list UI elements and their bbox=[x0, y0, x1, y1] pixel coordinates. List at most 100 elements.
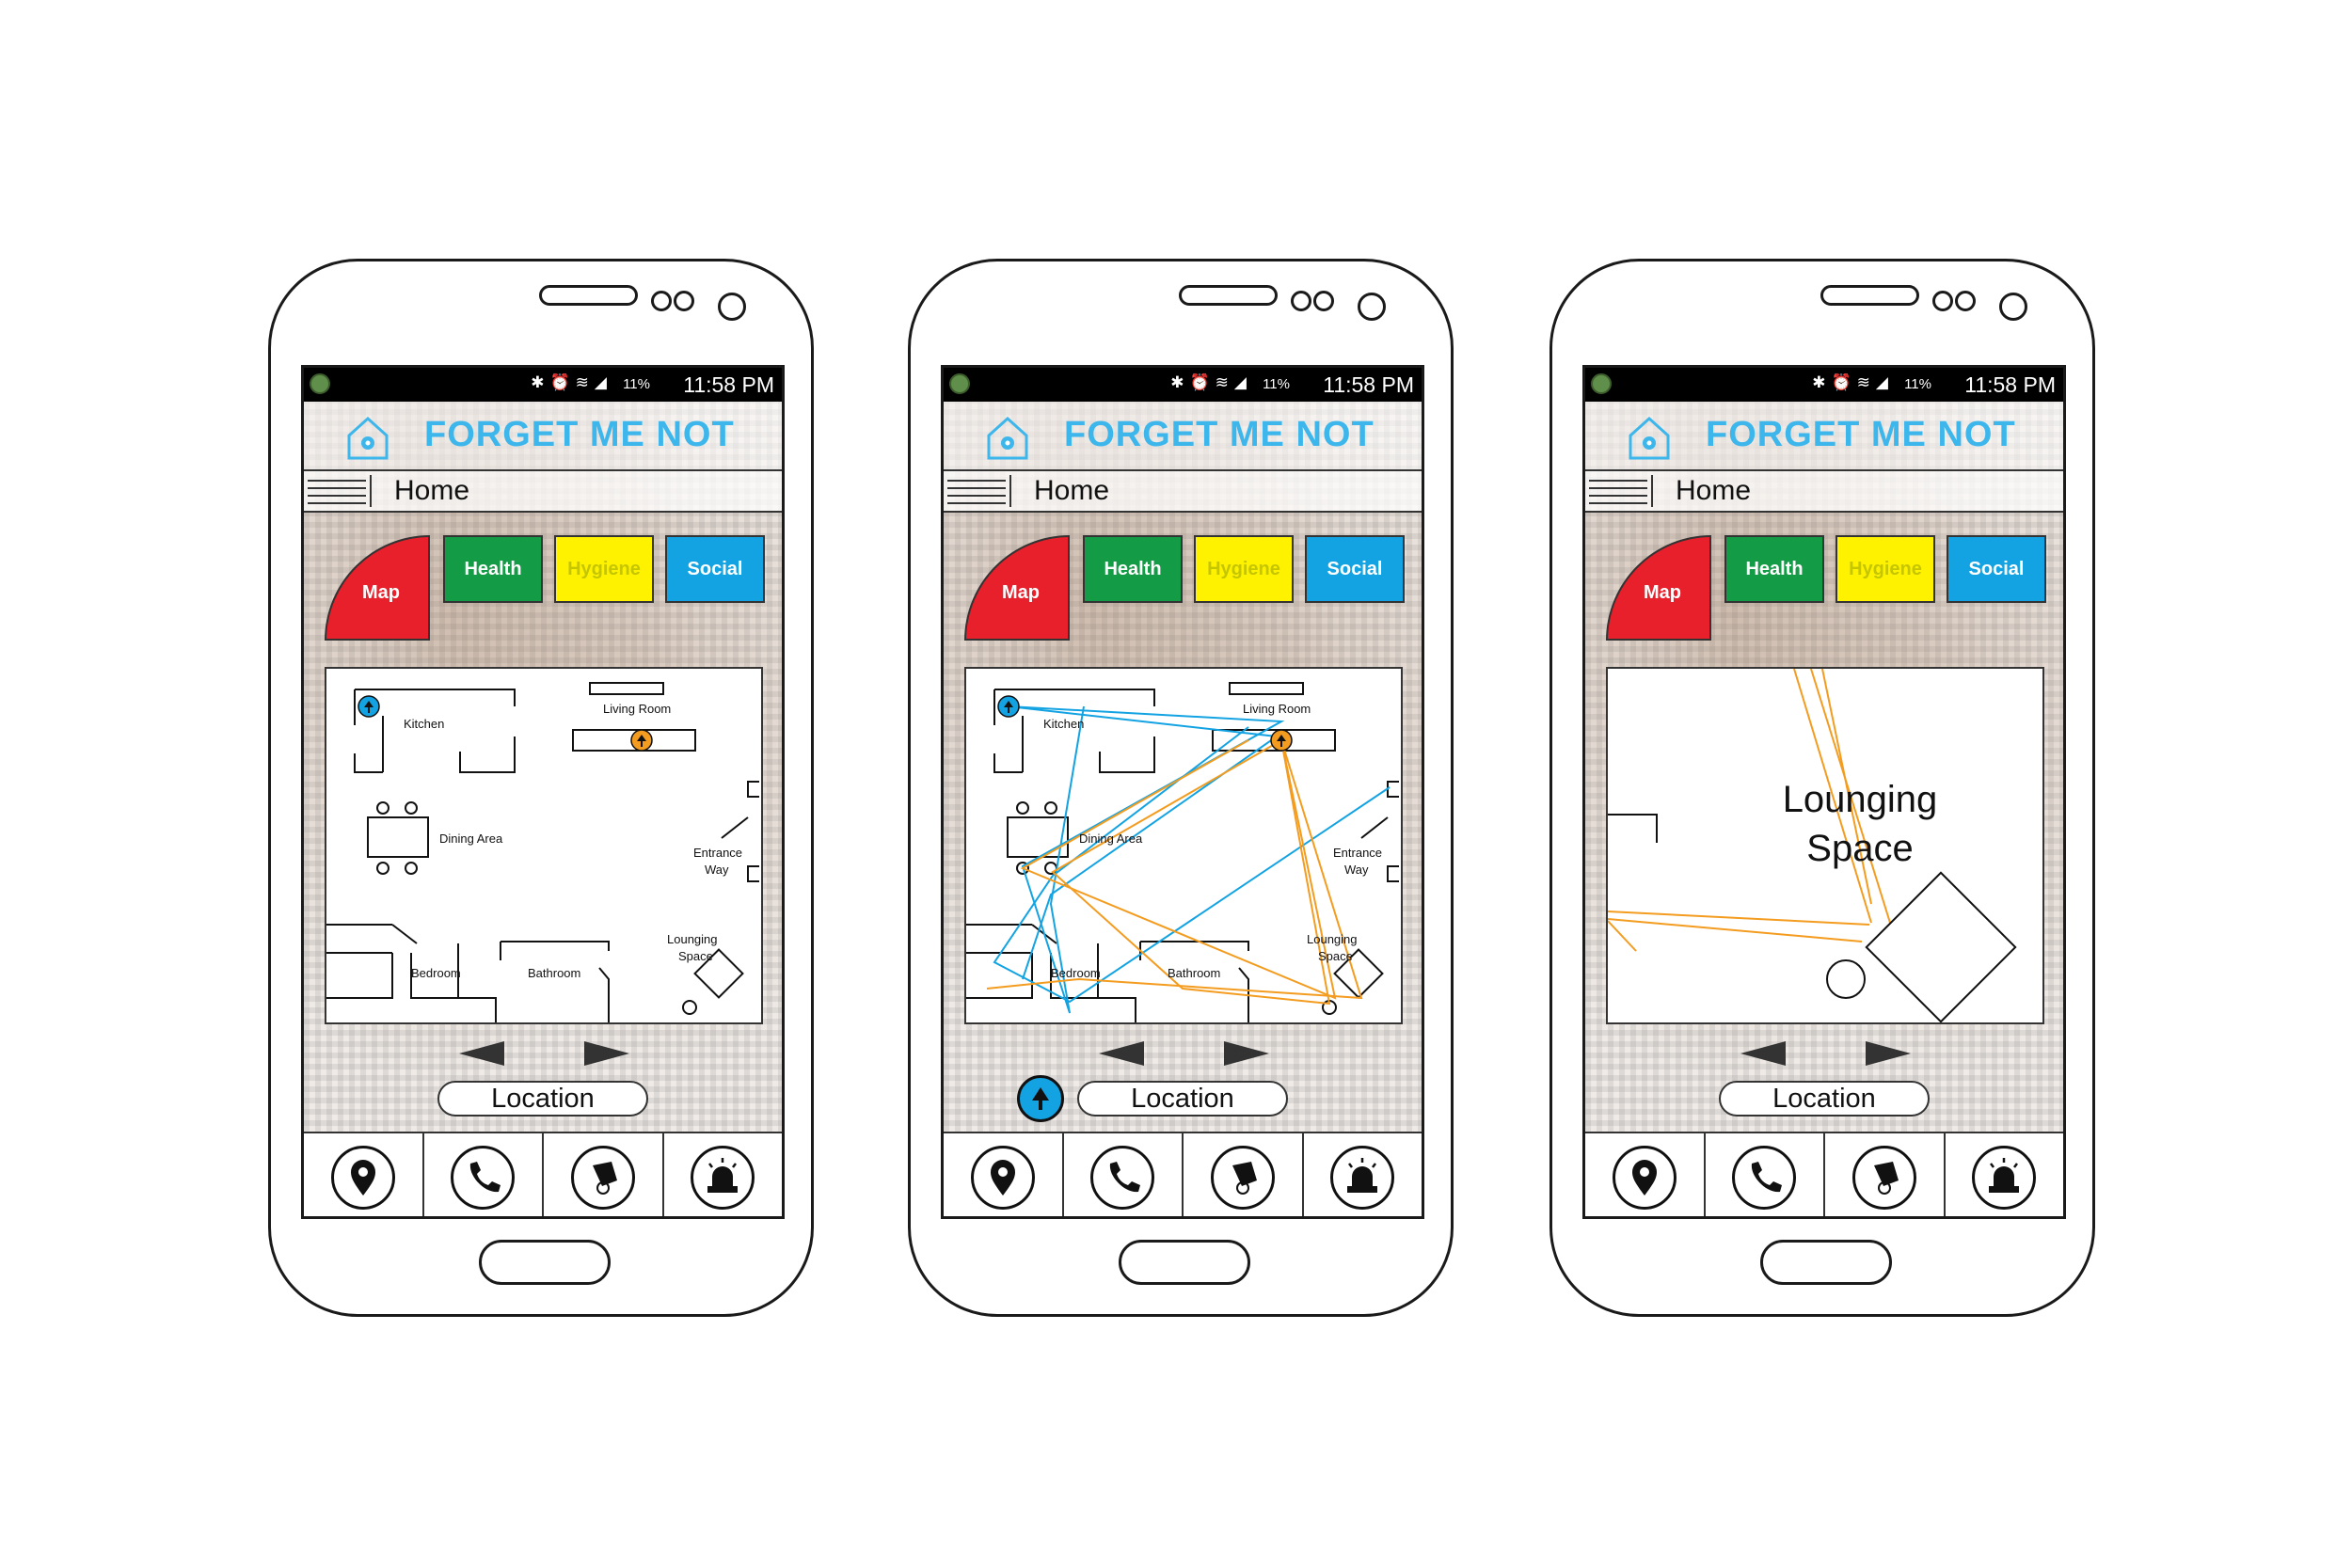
map-pin-icon bbox=[970, 1146, 1035, 1210]
next-arrow[interactable] bbox=[1224, 1041, 1269, 1066]
tab-health[interactable]: Health bbox=[443, 535, 543, 603]
bottom-nav bbox=[1585, 1132, 2064, 1216]
sensor bbox=[1291, 291, 1311, 311]
phone-icon bbox=[451, 1146, 516, 1210]
tab-map[interactable]: Map bbox=[964, 535, 1070, 641]
previous-arrow[interactable] bbox=[459, 1041, 504, 1066]
home-flower-icon bbox=[347, 416, 389, 460]
floor-plan-map[interactable]: Kitchen Living Room Dining Area Entrance… bbox=[964, 667, 1403, 1024]
tab-health[interactable]: Health bbox=[1724, 535, 1824, 603]
room-label: Living Room bbox=[1243, 702, 1311, 716]
home-flower-icon bbox=[987, 416, 1028, 460]
map-pin-icon bbox=[330, 1146, 395, 1210]
medal-icon bbox=[1210, 1146, 1275, 1210]
previous-arrow[interactable] bbox=[1740, 1041, 1786, 1066]
home-button[interactable] bbox=[1760, 1240, 1892, 1285]
status-bar: ✱⏰≋◢ 11% 11:58 PM bbox=[304, 368, 782, 402]
hamburger-menu-button[interactable] bbox=[947, 475, 1011, 507]
next-arrow[interactable] bbox=[1866, 1041, 1911, 1066]
app-header: FORGET ME NOT bbox=[1585, 402, 2063, 469]
front-camera bbox=[1358, 293, 1386, 321]
bottom-nav-map[interactable] bbox=[304, 1133, 424, 1216]
home-button[interactable] bbox=[1119, 1240, 1250, 1285]
phone-3: ✱⏰≋◢ 11% 11:58 PM FORGET ME NOT Home Map… bbox=[1549, 259, 2095, 1317]
battery-level: 11% bbox=[623, 376, 650, 392]
sensor bbox=[1932, 291, 1953, 311]
nav-bar: Home bbox=[1585, 469, 2063, 513]
hamburger-menu-button[interactable] bbox=[308, 475, 372, 507]
room-label: Bedroom bbox=[1051, 966, 1101, 980]
medal-icon bbox=[1851, 1146, 1916, 1210]
bottom-nav bbox=[944, 1132, 1422, 1216]
location-button[interactable]: Location bbox=[1077, 1081, 1288, 1117]
carer-movement-path bbox=[1608, 669, 1891, 952]
location-button[interactable]: Location bbox=[437, 1081, 648, 1117]
room-label: Dining Area bbox=[1079, 832, 1143, 846]
tab-hygiene[interactable]: Hygiene bbox=[554, 535, 654, 603]
home-button[interactable] bbox=[479, 1240, 611, 1285]
floor-plan: Kitchen Living Room Dining Area Entrance… bbox=[326, 682, 759, 1022]
sensor bbox=[1955, 291, 1976, 311]
tab-social[interactable]: Social bbox=[665, 535, 765, 603]
tab-map-label: Map bbox=[1644, 582, 1681, 603]
sensor bbox=[674, 291, 694, 311]
bottom-nav-alarm[interactable] bbox=[664, 1133, 783, 1216]
room-label: Space bbox=[678, 949, 713, 963]
zoomed-floor-plan: Lounging Space bbox=[1608, 669, 2017, 1022]
front-camera bbox=[718, 293, 746, 321]
bottom-nav-alarm[interactable] bbox=[1304, 1133, 1422, 1216]
tab-social[interactable]: Social bbox=[1305, 535, 1405, 603]
bottom-nav-awards[interactable] bbox=[1825, 1133, 1946, 1216]
sensor bbox=[1313, 291, 1334, 311]
bottom-nav-awards[interactable] bbox=[544, 1133, 664, 1216]
bottom-nav-phone[interactable] bbox=[424, 1133, 544, 1216]
clock: 11:58 PM bbox=[683, 372, 774, 397]
person-location-icon[interactable] bbox=[1017, 1075, 1064, 1122]
tab-social[interactable]: Social bbox=[1947, 535, 2046, 603]
bottom-nav-awards[interactable] bbox=[1184, 1133, 1304, 1216]
front-camera bbox=[1999, 293, 2027, 321]
notification-icon bbox=[1591, 373, 1612, 394]
floor-plan-map[interactable]: Kitchen Living Room Dining Area Entrance… bbox=[325, 667, 763, 1024]
tab-map[interactable]: Map bbox=[1606, 535, 1711, 641]
room-label: Way bbox=[1344, 863, 1369, 877]
bottom-nav-map[interactable] bbox=[944, 1133, 1064, 1216]
status-bar: ✱⏰≋◢ 11% 11:58 PM bbox=[944, 368, 1422, 402]
status-bar: ✱⏰≋◢ 11% 11:58 PM bbox=[1585, 368, 2063, 402]
battery-level: 11% bbox=[1904, 376, 1931, 392]
location-button[interactable]: Location bbox=[1719, 1081, 1930, 1117]
room-label: Living Room bbox=[603, 702, 671, 716]
screen: ✱⏰≋◢ 11% 11:58 PM FORGET ME NOT Home Map… bbox=[941, 365, 1424, 1219]
tab-map[interactable]: Map bbox=[325, 535, 430, 641]
bottom-nav-phone[interactable] bbox=[1706, 1133, 1825, 1216]
status-icons: ✱⏰≋◢ bbox=[1170, 373, 1252, 392]
tab-health[interactable]: Health bbox=[1083, 535, 1183, 603]
person-movement-path bbox=[993, 705, 1391, 1014]
sensor bbox=[651, 291, 672, 311]
app-header: FORGET ME NOT bbox=[944, 402, 1422, 469]
tab-hygiene[interactable]: Hygiene bbox=[1194, 535, 1294, 603]
bottom-nav-phone[interactable] bbox=[1064, 1133, 1184, 1216]
next-arrow[interactable] bbox=[584, 1041, 629, 1066]
tab-hygiene[interactable]: Hygiene bbox=[1836, 535, 1935, 603]
nav-bar: Home bbox=[304, 469, 782, 513]
previous-arrow[interactable] bbox=[1099, 1041, 1144, 1066]
hamburger-menu-button[interactable] bbox=[1589, 475, 1653, 507]
screen: ✱⏰≋◢ 11% 11:58 PM FORGET ME NOT Home Map… bbox=[1582, 365, 2066, 1219]
room-label: Bathroom bbox=[1168, 966, 1220, 980]
page-title: Home bbox=[1676, 475, 1752, 506]
battery-level: 11% bbox=[1263, 376, 1290, 392]
room-label: Lounging bbox=[667, 932, 718, 946]
bottom-nav-alarm[interactable] bbox=[1946, 1133, 2064, 1216]
zoom-room-label: Space bbox=[1806, 828, 1913, 869]
room-label: Entrance bbox=[693, 846, 742, 860]
carer-movement-path bbox=[986, 739, 1363, 1006]
zoomed-room-map[interactable]: Lounging Space bbox=[1606, 667, 2044, 1024]
map-pin-icon bbox=[1612, 1146, 1677, 1210]
room-label: Way bbox=[705, 863, 729, 877]
status-icons: ✱⏰≋◢ bbox=[531, 373, 612, 392]
app-title: FORGET ME NOT bbox=[424, 415, 735, 454]
notification-icon bbox=[949, 373, 970, 394]
bottom-nav-map[interactable] bbox=[1585, 1133, 1706, 1216]
room-label: Lounging bbox=[1307, 932, 1358, 946]
